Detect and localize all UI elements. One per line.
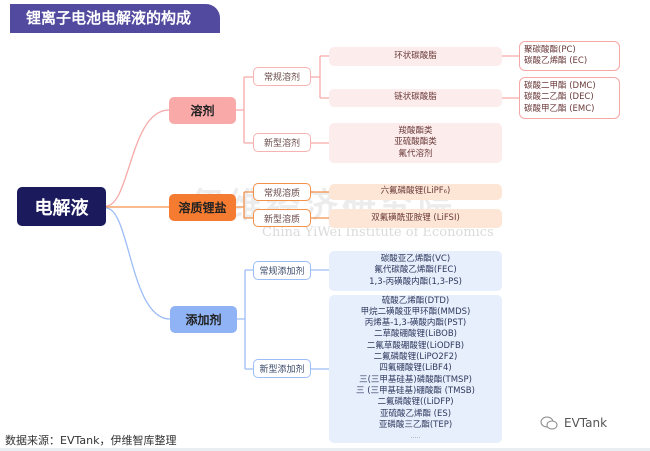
wechat-icon [540, 416, 558, 430]
list-item: 亚硫酸酯类 [394, 137, 437, 148]
node-conventional-salt: 常规溶质 [253, 183, 311, 201]
node-conventional-additive: 常规添加剂 [253, 261, 311, 280]
list-item: 二氟磷酸锂((LiDFP) [377, 397, 454, 408]
list-item: 羧酸酯类 [398, 125, 433, 136]
node-salt: 溶质锂盐 [169, 194, 236, 221]
list-item: 聚碳酸酯(PC) [524, 44, 576, 55]
list-item: 二草酸硼酸锂(LiBOB) [374, 329, 457, 340]
list-item: 甲烷二磺酸亚甲环酯(MMDS) [360, 306, 471, 317]
list-item: 碳酸甲乙酯 (EMC) [524, 103, 595, 114]
node-conventional-solvent: 常规溶剂 [253, 67, 311, 86]
list-item: 亚磷酸三乙酯(TEP) [378, 419, 453, 430]
list-item: 二氟草酸硼酸锂(LiODFB) [366, 340, 465, 351]
node-linear-carbonate: 链状碳酸脂 [329, 89, 502, 107]
list-item: 1,3-丙磺酸内酯(1,3-PS) [369, 276, 462, 287]
node-novel-salt: 新型溶质 [253, 209, 311, 227]
list-item: 二氟磷酸锂(LiPO2F2) [373, 352, 458, 363]
line-root-solvent [105, 109, 170, 207]
source-footer: 数据来源：EVTank，伊维智库整理 [5, 434, 177, 447]
node-novel-solvent: 新型溶剂 [253, 133, 311, 152]
line-root-additive [105, 207, 171, 320]
node-solvent: 溶剂 [169, 97, 236, 124]
list-item: 碳酸二甲酯 (DMC) [524, 80, 596, 91]
node-cyclic-carbonate: 环状碳酸脂 [329, 47, 502, 66]
list-item: 硫酸乙烯酯(DTD) [381, 295, 450, 306]
list-item: 碳酸亚乙烯酯(VC) [380, 253, 451, 264]
list-item: 氟代溶剂 [398, 148, 433, 159]
list-item: ..... [410, 433, 421, 441]
item-lipf6: 六氟磷酸锂(LiPF₆) [329, 184, 502, 200]
list-item: 亚硫酸乙烯酯 (ES) [379, 408, 452, 419]
root-node-electrolyte: 电解液 [17, 187, 106, 226]
list-item: 三(三甲基硅基)磷酸酯(TMSP) [359, 374, 472, 385]
list-novel-additives: 硫酸乙烯酯(DTD) 甲烷二磺酸亚甲环酯(MMDS) 丙烯基-1,3-磺酸内酯(… [329, 295, 502, 443]
list-item: 碳酸二乙酯 (DEC) [524, 92, 594, 103]
list-novel-solvents: 羧酸酯类 亚硫酸酯类 氟代溶剂 [329, 123, 502, 163]
list-item: 三 (三甲基硅基)硼酸酯 (TMSB) [356, 385, 475, 396]
logo-text: EVTank [564, 416, 608, 430]
bottom-divider [0, 448, 650, 451]
list-linear-carbonates: 碳酸二甲酯 (DMC) 碳酸二乙酯 (DEC) 碳酸甲乙酯 (EMC) [519, 77, 620, 119]
page-title: 锂离子电池电解液的构成 [10, 4, 220, 33]
list-cyclic-carbonates: 聚碳酸酯(PC) 碳酸乙烯酯 (EC) [519, 41, 620, 71]
list-item: 氟代碳酸乙烯酯(FEC) [374, 265, 457, 276]
list-item: 碳酸乙烯酯 (EC) [524, 56, 588, 66]
list-item: 四氟硼酸锂(LiBF4) [379, 363, 452, 374]
evtank-logo: EVTank [540, 415, 607, 431]
item-lifsi: 双氟磺酰亚胺锂 (LiFSI) [329, 209, 502, 228]
watermark-en: China YiWei Institute of Economics [262, 225, 494, 240]
list-item: 丙烯基-1,3-磺酸内酯(PST) [364, 318, 467, 329]
list-conventional-additives: 碳酸亚乙烯酯(VC) 氟代碳酸乙烯酯(FEC) 1,3-丙磺酸内酯(1,3-PS… [329, 251, 502, 291]
node-additive: 添加剂 [170, 306, 237, 333]
node-novel-additive: 新型添加剂 [253, 359, 311, 378]
